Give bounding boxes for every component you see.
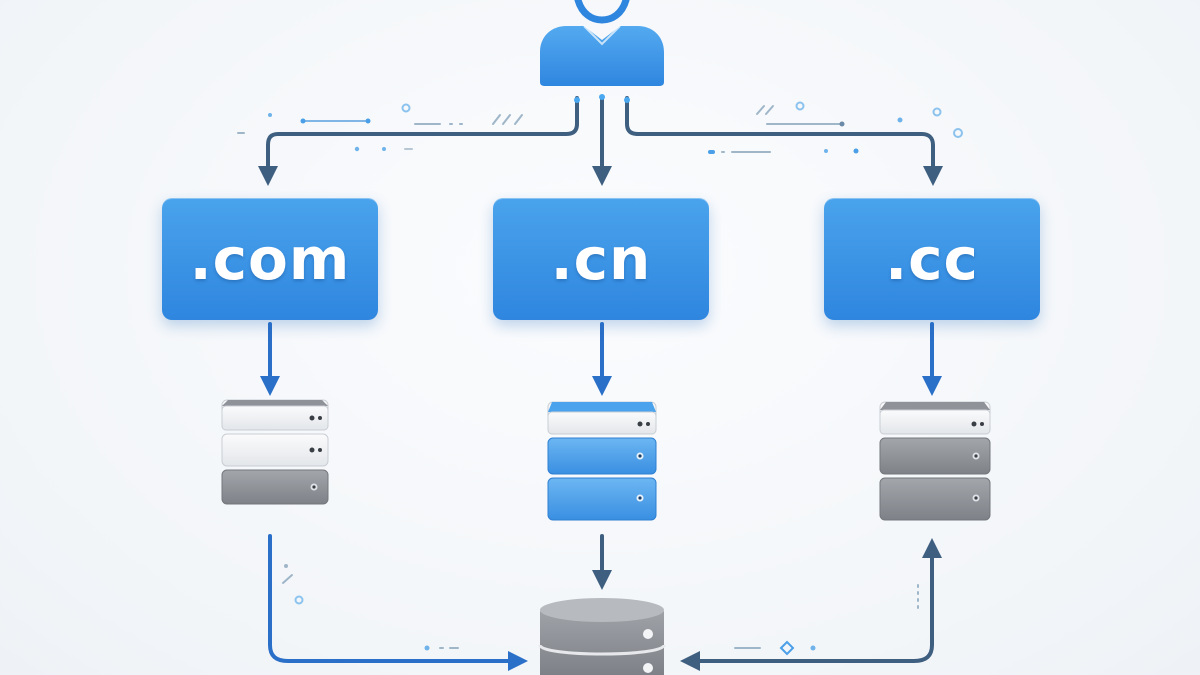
database-to-cc-server-arrow: [680, 538, 942, 671]
domain-label-com: .com: [189, 225, 351, 293]
user-icon: [540, 0, 664, 86]
server-stack-icon: [547, 401, 657, 521]
domain-label-cc: .cc: [885, 225, 979, 293]
user-connector-dots: [574, 94, 630, 103]
database-icon: [538, 598, 666, 675]
domain-box-cc: .cc: [824, 198, 1040, 320]
com-server-to-database-arrow: [268, 534, 528, 671]
user-to-cc-arrow: [625, 96, 943, 186]
domain-box-cn: .cn: [493, 198, 709, 320]
domain-label-cn: .cn: [550, 225, 652, 293]
server-stack-icon: [221, 399, 329, 505]
user-to-com-arrow: [258, 96, 579, 186]
server-stack-icon: [879, 401, 991, 521]
domain-box-com: .com: [162, 198, 378, 320]
